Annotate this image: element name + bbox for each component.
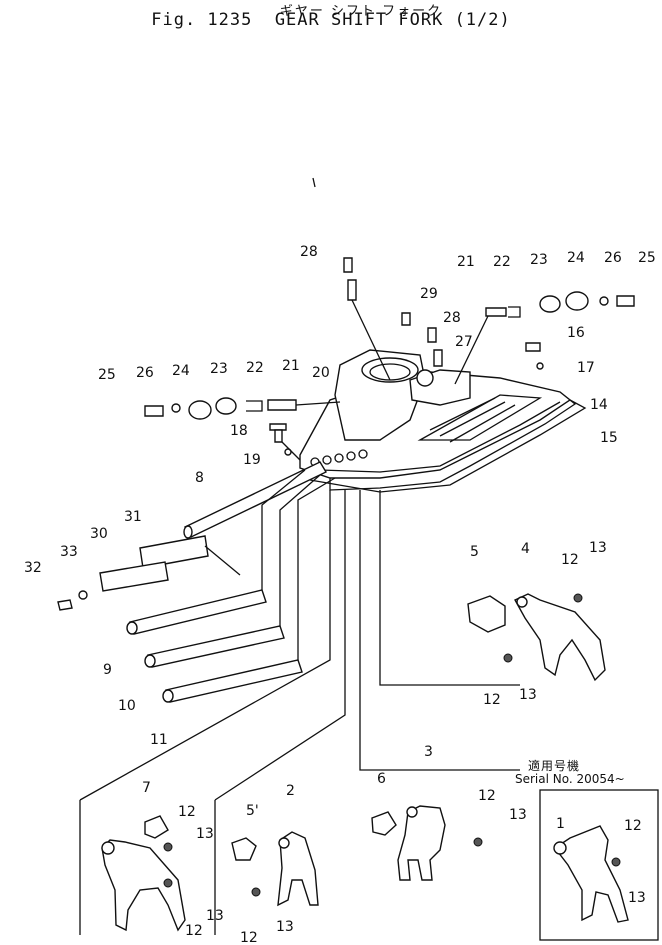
callout-1: 1 xyxy=(556,816,565,832)
callout-13: 13 xyxy=(206,908,224,924)
callout-22: 22 xyxy=(493,254,511,270)
callout-12: 12 xyxy=(185,923,203,939)
callout-12: 12 xyxy=(178,804,196,820)
callout-8: 8 xyxy=(195,470,204,486)
callout-12: 12 xyxy=(561,552,579,568)
callout-29: 29 xyxy=(420,286,438,302)
callout-23: 23 xyxy=(210,361,228,377)
callout-23: 23 xyxy=(530,252,548,268)
callout-13: 13 xyxy=(276,919,294,935)
callout-12: 12 xyxy=(240,930,258,945)
upper-right-parts xyxy=(343,257,635,385)
lock-plates xyxy=(57,535,241,611)
applicable-units-note: 適用号機 xyxy=(528,759,581,773)
callout-11: 11 xyxy=(150,732,168,748)
callout-26: 26 xyxy=(604,250,622,266)
callout-13: 13 xyxy=(589,540,607,556)
shift-rods xyxy=(126,461,336,703)
bottom-forks xyxy=(101,805,629,932)
callout-21: 21 xyxy=(282,358,300,374)
callout-12: 12 xyxy=(478,788,496,804)
callout-10: 10 xyxy=(118,698,136,714)
callout-14: 14 xyxy=(590,397,608,413)
callout-4: 4 xyxy=(521,541,530,557)
callout-30: 30 xyxy=(90,526,108,542)
callout-28: 28 xyxy=(300,244,318,260)
callout-22: 22 xyxy=(246,360,264,376)
callout-28: 28 xyxy=(443,310,461,326)
callout-12: 12 xyxy=(624,818,642,834)
callout-13: 13 xyxy=(196,826,214,842)
leader-lines xyxy=(79,177,520,935)
right-fork-assembly xyxy=(379,490,606,686)
callout-9: 9 xyxy=(103,662,112,678)
callout-12: 12 xyxy=(483,692,501,708)
callout-7: 7 xyxy=(142,780,151,796)
callout-17: 17 xyxy=(577,360,595,376)
callout-27: 27 xyxy=(455,334,473,350)
callout-26: 26 xyxy=(136,365,154,381)
callout-3: 3 xyxy=(424,744,433,760)
callout-5: 5 xyxy=(470,544,479,560)
upper-left-parts xyxy=(144,397,341,461)
callout-25: 25 xyxy=(638,250,656,266)
shift-housing xyxy=(299,349,587,493)
callout-33: 33 xyxy=(60,544,78,560)
figure-title: Fig. 1235 GEAR SHIFT FORK (1/2) xyxy=(151,10,511,30)
callout-15: 15 xyxy=(600,430,618,446)
japanese-title: ギヤー シフト フォーク xyxy=(279,4,443,19)
inset-box xyxy=(539,789,659,941)
callout-13: 13 xyxy=(628,890,646,906)
callout-19: 19 xyxy=(243,452,261,468)
callout-21: 21 xyxy=(457,254,475,270)
callout-31: 31 xyxy=(124,509,142,525)
callout-24: 24 xyxy=(567,250,585,266)
callout-20: 20 xyxy=(312,365,330,381)
callout-2: 2 xyxy=(286,783,295,799)
callout-6: 6 xyxy=(377,771,386,787)
callout-24: 24 xyxy=(172,363,190,379)
callout-13: 13 xyxy=(509,807,527,823)
callout-5-prime: 5' xyxy=(246,803,259,819)
callout-32: 32 xyxy=(24,560,42,576)
callout-labels: 28 21 22 23 24 26 25 29 28 27 16 17 25 2… xyxy=(24,244,656,945)
serial-number-note: Serial No. 20054~ xyxy=(515,772,625,786)
callout-13: 13 xyxy=(519,687,537,703)
callout-18: 18 xyxy=(230,423,248,439)
callout-25: 25 xyxy=(98,367,116,383)
callout-16: 16 xyxy=(567,325,585,341)
